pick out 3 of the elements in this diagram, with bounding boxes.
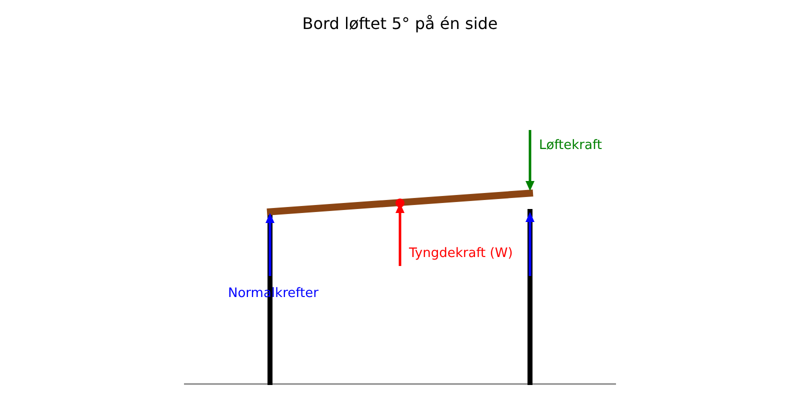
- force-label: Løftekraft: [539, 138, 602, 154]
- force-label: Tyngdekraft (W): [409, 246, 513, 262]
- diagram-title: Bord løftet 5° på én side: [301, 14, 499, 34]
